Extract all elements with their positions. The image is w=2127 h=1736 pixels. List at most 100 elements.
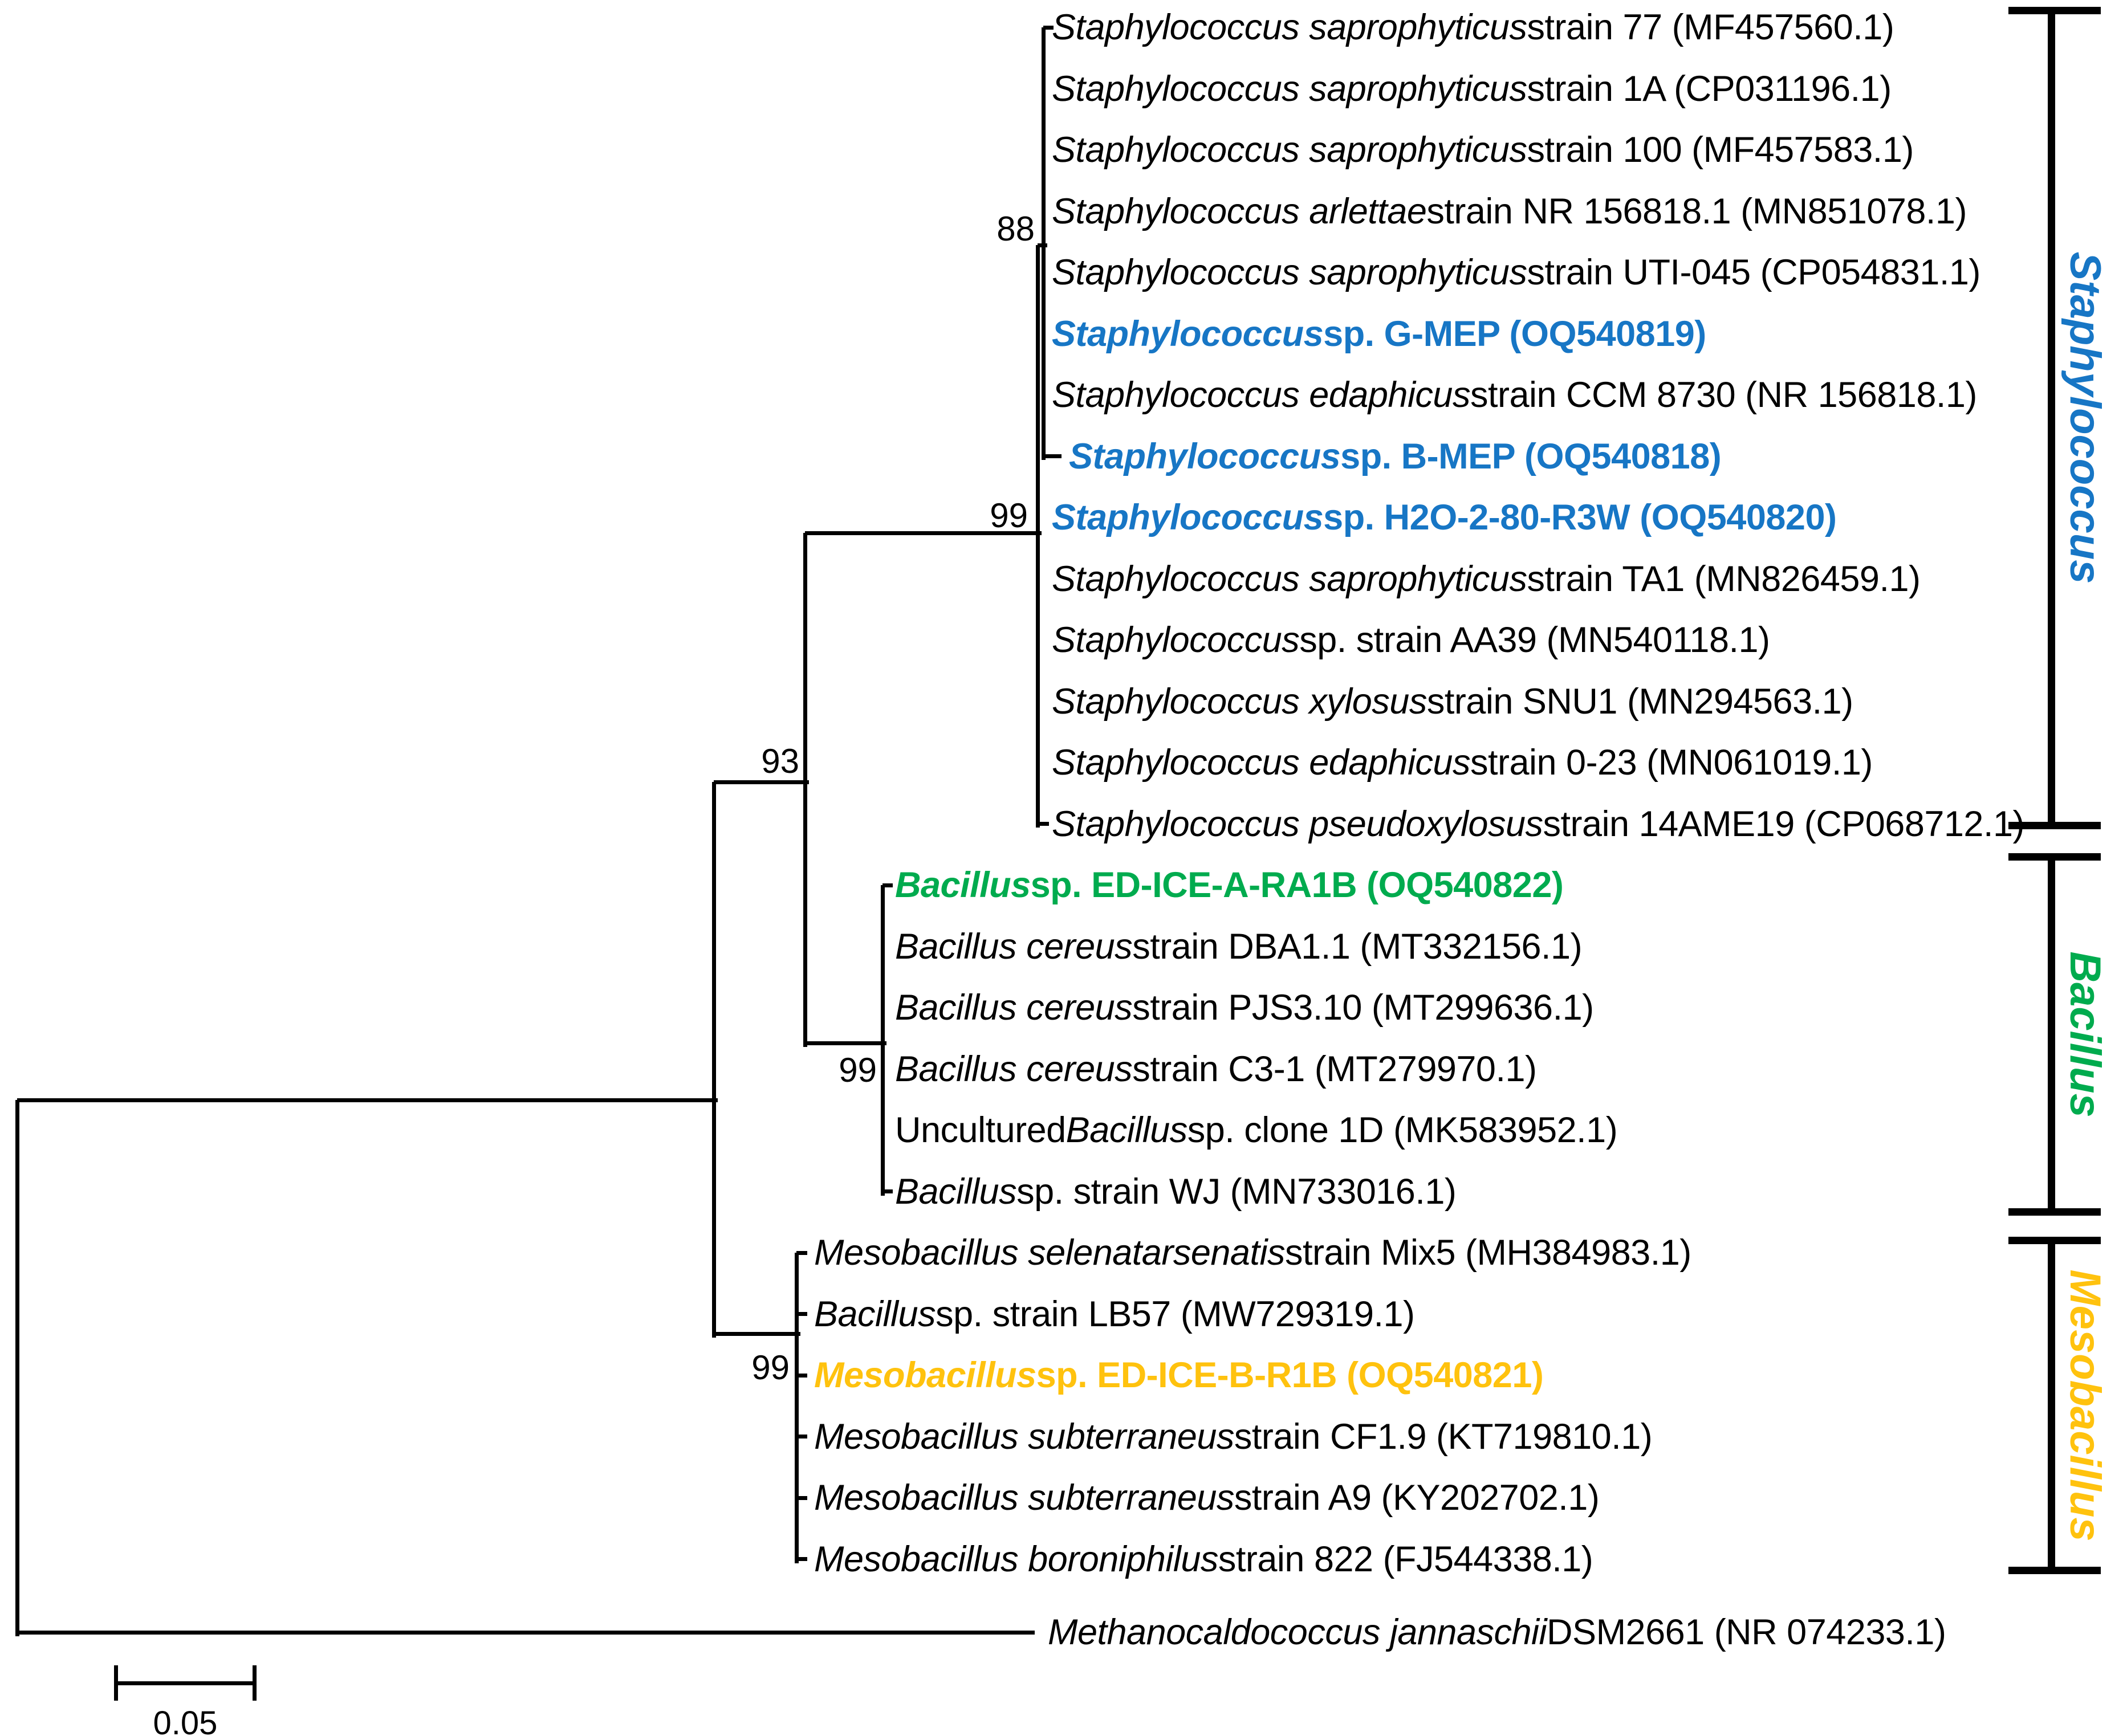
bracket-line (2048, 1237, 2055, 1574)
taxon-label: Staphylococcus arlettae strain NR 156818… (1052, 190, 1967, 233)
bootstrap-label-bacillus-99: 99 (839, 1051, 877, 1089)
taxon-name-regular-part: strain NR 156818.1 (MN851078.1) (1426, 191, 1967, 231)
branch-line (796, 1250, 807, 1255)
taxon-label: Uncultured Bacillus sp. clone 1D (MK5839… (895, 1109, 1618, 1152)
taxon-label: Staphylococcus pseudoxylosus strain 14AM… (1052, 802, 2025, 846)
taxon-name-regular-part: sp. strain LB57 (MW729319.1) (936, 1294, 1415, 1334)
branch-line (796, 1435, 807, 1438)
taxon-label: Mesobacillus subterraneus strain A9 (KY2… (814, 1476, 1600, 1519)
taxon-label: Mesobacillus selenatarsenatis strain Mix… (814, 1231, 1691, 1274)
branch-line (880, 885, 885, 1196)
taxon-name-regular-part: strain CF1.9 (KT719810.1) (1234, 1416, 1653, 1457)
branch-line (796, 1495, 807, 1500)
taxon-name-regular-part: strain 100 (MF457583.1) (1527, 130, 1914, 170)
taxon-name-regular-part: sp. strain AA39 (MN540118.1) (1299, 620, 1770, 660)
branch-line (805, 1041, 886, 1045)
taxon-label: Staphylococcus edaphicus strain CCM 8730… (1052, 373, 1977, 417)
taxon-name-regular-part: strain 14AME19 (CP068712.1) (1543, 804, 2025, 844)
bracket-line (2048, 853, 2055, 1216)
taxon-label: Staphylococcus xylosus strain SNU1 (MN29… (1052, 680, 1853, 723)
bootstrap-label-staph-99: 99 (990, 496, 1028, 535)
taxon-name-regular-part: strain TA1 (MN826459.1) (1527, 559, 1921, 599)
bracket-line (2048, 7, 2055, 829)
taxon-name-regular-part: sp. G-MEP (OQ540819) (1323, 313, 1706, 354)
bracket-cap-line (2008, 1567, 2101, 1574)
taxon-name-regular-part: sp. ED-ICE-B-R1B (OQ540821) (1036, 1355, 1544, 1395)
taxon-name-italic-part: Staphylococcus saprophyticus (1052, 252, 1527, 292)
bracket-cap-line (2008, 1208, 2101, 1216)
taxon-name-regular-part: strain 822 (FJ544338.1) (1218, 1539, 1593, 1579)
taxon-name-regular-part: sp. H2O-2-80-R3W (OQ540820) (1323, 498, 1837, 537)
taxon-label: Bacillus sp. ED-ICE-A-RA1B (OQ540822) (895, 863, 1564, 907)
taxon-name-regular-part: sp. B-MEP (OQ540818) (1340, 436, 1722, 476)
branch-line (1038, 822, 1049, 826)
taxon-label: Staphylococcus edaphicus strain 0-23 (MN… (1052, 741, 1873, 784)
taxon-label: Staphylococcus sp. G-MEP (OQ540819) (1052, 312, 1706, 356)
taxon-label: Bacillus cereus strain DBA1.1 (MT332156.… (895, 925, 1583, 968)
taxon-name-regular-part: strain C3-1 (MT279970.1) (1132, 1049, 1537, 1089)
taxon-name-italic-part: Staphylococcus edaphicus (1052, 743, 1470, 783)
taxon-name-italic-part: Bacillus (895, 865, 1031, 905)
taxon-name-italic-part: Bacillus (1065, 1110, 1188, 1150)
taxon-name-italic-part: Bacillus cereus (895, 988, 1133, 1028)
taxon-name-italic-part: Methanocaldococcus jannaschii (1048, 1612, 1547, 1652)
taxon-name-italic-part: Bacillus (895, 1171, 1017, 1212)
taxon-label: Staphylococcus saprophyticus strain 100 … (1052, 128, 1914, 172)
taxon-name-italic-part: Bacillus (814, 1294, 936, 1334)
taxon-label: Bacillus sp. strain WJ (MN733016.1) (895, 1170, 1457, 1213)
branch-line (15, 1100, 19, 1636)
branch-line (882, 1189, 893, 1193)
taxon-name-italic-part: Mesobacillus subterraneus (814, 1416, 1234, 1457)
taxon-label: Mesobacillus sp. ED-ICE-B-R1B (OQ540821) (814, 1354, 1544, 1397)
bracket-cap-line (2008, 853, 2101, 861)
bootstrap-label-meso-99: 99 (751, 1348, 790, 1387)
taxon-label: Staphylococcus saprophyticus strain 1A (… (1052, 67, 1892, 111)
taxon-name-regular-part: strain DBA1.1 (MT332156.1) (1132, 926, 1583, 967)
branch-line (17, 1098, 718, 1102)
taxon-name-italic-part: Staphylococcus (1052, 313, 1324, 354)
taxon-label: Mesobacillus subterraneus strain CF1.9 (… (814, 1415, 1653, 1458)
bracket-cap-line (2008, 1237, 2101, 1244)
taxon-name-regular-part: strain CCM 8730 (NR 156818.1) (1470, 375, 1977, 415)
taxon-label: Bacillus sp. strain LB57 (MW729319.1) (814, 1293, 1415, 1336)
bootstrap-label-93: 93 (761, 742, 799, 780)
taxon-name-regular-part: strain SNU1 (MN294563.1) (1426, 681, 1853, 722)
taxon-name-italic-part: Staphylococcus saprophyticus (1052, 7, 1527, 47)
taxon-name-italic-part: Staphylococcus saprophyticus (1052, 68, 1527, 109)
taxon-name-italic-part: Staphylococcus saprophyticus (1052, 559, 1527, 599)
taxon-name-italic-part: Bacillus cereus (895, 926, 1133, 967)
taxon-name-italic-part: Mesobacillus subterraneus (814, 1478, 1234, 1518)
taxon-name-regular-part: strain UTI-045 (CP054831.1) (1527, 252, 1980, 292)
taxon-name-italic-part: Mesobacillus selenatarsenatis (814, 1233, 1285, 1273)
taxon-name-regular-part: strain Mix5 (MH384983.1) (1284, 1233, 1691, 1273)
scale-bar-label: 0.05 (153, 1705, 218, 1736)
branch-line (1043, 25, 1054, 30)
branch-line (805, 531, 1042, 535)
taxon-name-italic-part: Bacillus cereus (895, 1049, 1133, 1089)
taxon-name-italic-part: Staphylococcus (1069, 436, 1341, 476)
taxon-label: Staphylococcus saprophyticus strain 77 (… (1052, 6, 1894, 49)
taxon-name-regular-part: sp. clone 1D (MK583952.1) (1187, 1110, 1618, 1150)
branch-line (882, 883, 893, 887)
bracket-cap-line (2008, 822, 2101, 829)
taxon-name-italic-part: Staphylococcus edaphicus (1052, 375, 1470, 415)
bootstrap-label-88: 88 (997, 210, 1035, 248)
clade-label-bacillus: Bacillus (2061, 951, 2109, 1118)
branch-line (1041, 27, 1046, 460)
branch-line (714, 780, 809, 784)
clade-label-mesobacillus: Mesobacillus (2061, 1269, 2109, 1542)
taxon-label: Mesobacillus boroniphilus strain 822 (FJ… (814, 1538, 1593, 1581)
taxon-name-regular-part: strain 0-23 (MN061019.1) (1470, 743, 1873, 783)
branch-line (794, 1253, 799, 1563)
taxon-label: Staphylococcus sp. H2O-2-80-R3W (OQ54082… (1052, 496, 1837, 539)
taxon-name-regular-part: strain PJS3.10 (MT299636.1) (1132, 988, 1594, 1028)
branch-line (711, 782, 716, 1338)
taxon-label: Methanocaldococcus jannaschii DSM2661 (N… (1048, 1611, 1946, 1654)
taxon-name-italic-part: Staphylococcus (1052, 620, 1300, 660)
branch-line (714, 1331, 800, 1336)
taxon-name-regular-part: sp. strain WJ (MN733016.1) (1016, 1171, 1457, 1212)
taxon-name-regular-part: strain 77 (MF457560.1) (1527, 7, 1894, 47)
scale-bar-right-tick (253, 1665, 257, 1701)
taxon-name-italic-part: Staphylococcus xylosus (1052, 681, 1427, 722)
